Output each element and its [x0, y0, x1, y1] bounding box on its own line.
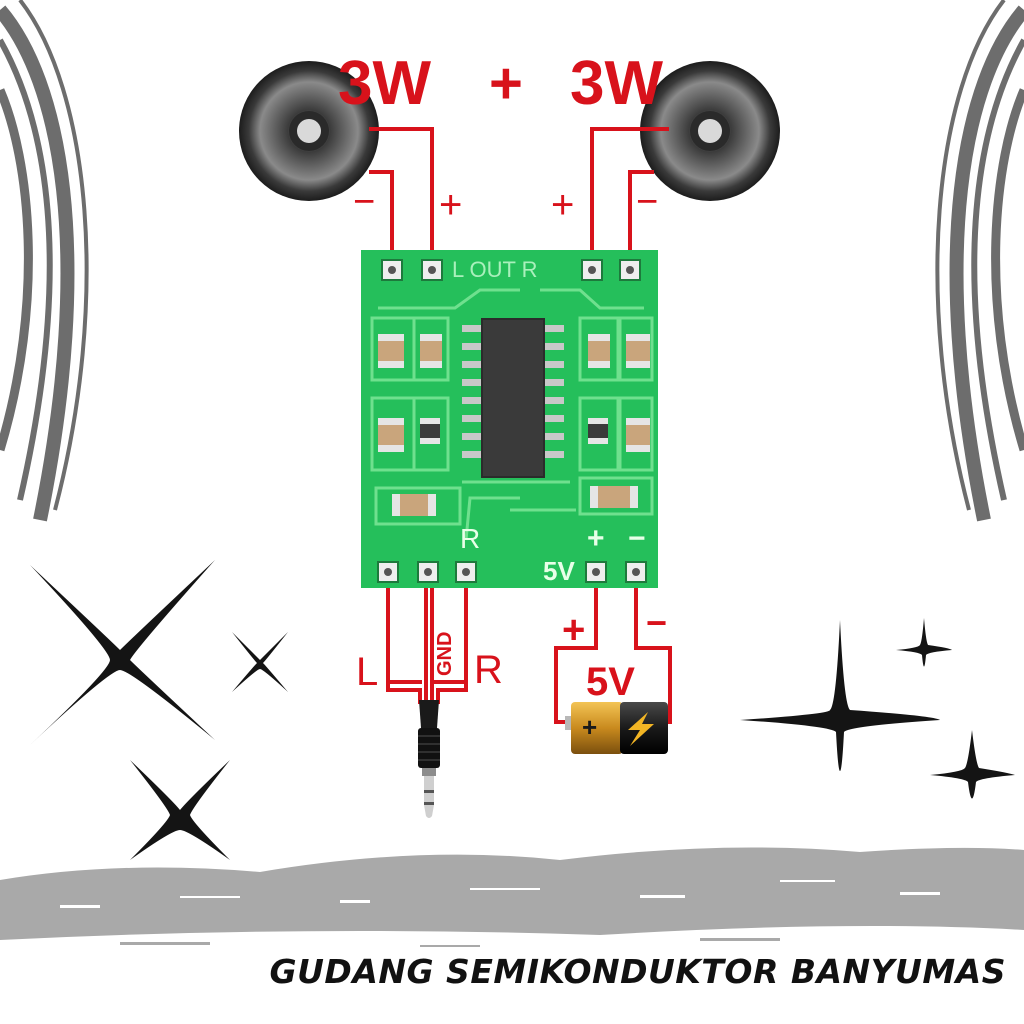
- left-speaker-minus-label: −: [353, 181, 375, 223]
- board-silkscreen-plus: +: [587, 522, 605, 555]
- input-l-label: L: [356, 650, 378, 694]
- right-speaker-plus-label: +: [551, 183, 574, 227]
- title-left-power: 3W: [338, 49, 431, 118]
- speaker-wires: [369, 127, 669, 268]
- right-speaker-minus-label: −: [636, 181, 658, 223]
- power-voltage-label: 5V: [586, 660, 635, 704]
- speaker-icon: [239, 61, 379, 201]
- sparkle-star-icon: [30, 560, 1015, 860]
- left-speaker: [239, 61, 379, 201]
- swirl-lines-icon: [0, 0, 1024, 522]
- amplifier-chip-icon: [462, 318, 564, 478]
- board-silkscreen-minus: −: [628, 522, 646, 555]
- input-wires: [386, 570, 468, 704]
- power-minus-label: −: [646, 602, 667, 643]
- power-plus-label: +: [562, 608, 585, 652]
- input-r-label: R: [474, 648, 503, 692]
- speaker-icon: [640, 61, 780, 201]
- smd-component-icon: [378, 334, 650, 516]
- left-speaker-plus-label: +: [439, 183, 462, 227]
- title-plus: +: [489, 51, 523, 116]
- input-gnd-label: GND: [434, 632, 456, 676]
- title-right-power: 3W: [570, 49, 663, 118]
- battery-icon: +: [565, 702, 668, 754]
- amplifier-board: L OUT R R 5V + −: [361, 250, 658, 588]
- paint-smear-icon: [0, 847, 1024, 1024]
- brand-name: GUDANG SEMIKONDUKTOR BANYUMAS: [269, 952, 1006, 991]
- audio-jack-icon: [418, 700, 440, 818]
- board-silkscreen-5v: 5V: [543, 556, 575, 586]
- board-silkscreen-out: L OUT R: [452, 257, 538, 282]
- right-speaker: [640, 61, 780, 201]
- svg-text:+: +: [582, 712, 597, 742]
- board-silkscreen-r: R: [460, 523, 480, 554]
